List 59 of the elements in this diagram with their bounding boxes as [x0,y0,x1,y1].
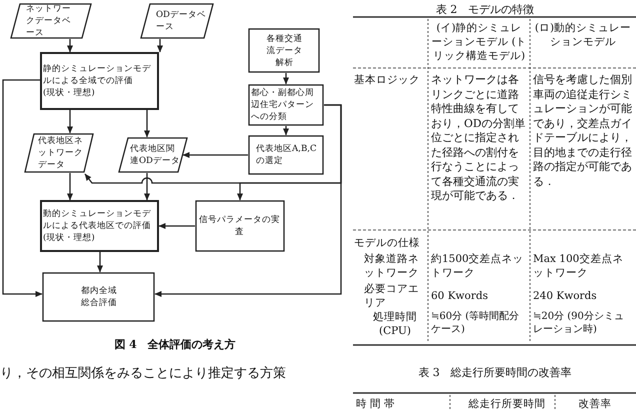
process-box [40,200,159,252]
node-text: (現状・理想) [43,232,96,244]
arrow [283,126,289,136]
arrow [158,223,195,229]
node-text: (現状・理想) [43,87,96,99]
node-text: 代表地区関連ODデータ [130,143,181,167]
arrow [182,152,248,158]
table-cell-text: 処理時間 (CPU) [372,310,418,338]
arrow [67,39,73,52]
table-cell-text: ≒20分 (90分シミュレーション時) [533,310,625,336]
table-cell-text: ネットワークは各リンクごとに道路特性曲線を有しており，ODの分割単位ごとに指定された径路への割付を行なうことによって各種交通流の実現が可能である． [431,73,527,204]
node-text: ネットワークデータベース [26,3,72,39]
table-cell-text: 基本ロジック [354,73,421,87]
process-box [248,135,324,175]
table-cell: 信号を考慮した個別車両の追従走行シミュレーションが可能であり，交差点ガイドテーブルにより，目的地までの走行径路の指定が可能である． [533,73,632,189]
table-cell-text: Max 100交差点ネットワーク [533,252,624,280]
process-box [195,200,285,252]
process-box [248,84,324,126]
table-cell-text: 時間帯 [356,397,399,411]
arrow [144,173,150,200]
table-cell-text: 約1500交差点ネットワーク [431,252,525,280]
table-cell-text: (ロ)動的シミュレーションモデル [534,21,632,49]
table-cell-text: 必要コアエリア [364,282,420,310]
table-cell-text: 総走行所要時間 [468,397,546,411]
table-cell: (イ)静的シミュレーションモデル (トリック構造モデル) [431,21,527,63]
table-cell-text: 改善率 [578,397,612,411]
figure-caption: 図 4 全体評価の考え方 [113,338,237,352]
node-text: 各種交通流データ解析 [266,32,304,68]
arrow [67,110,73,134]
data-parallelogram [10,3,92,39]
node-text: ODデータベース [156,9,207,33]
node-text: 信号パラメータの実査 [198,214,281,238]
table-cell-text: 対象道路ネットワーク [364,252,420,280]
table-cell-text: 240 Kwords [533,289,598,303]
process-box [42,272,155,322]
body-text: り，その相互関係をみることにより推定する方策 [0,366,287,382]
arrow [144,110,150,138]
data-parallelogram [24,133,94,173]
process-box [248,28,320,73]
node-text: 動的シミュレーションモデルによる代表地区での評価 [43,208,152,232]
arrow [154,104,342,297]
table-title: 表 3 総走行所要時間の改善率 [417,366,573,380]
process-box [40,52,159,110]
node-text: 都心・副都心周辺住宅パターンへの分類 [251,87,315,123]
node-text: 代表地区ネットワークデータ [38,135,84,171]
arrow [97,252,103,272]
table-cell-text: 60 Kwords [431,289,489,303]
table-cell-text: モデルの仕様 [354,236,421,250]
arrow [283,73,289,84]
table-title: 表 2 モデルの特徴 [434,3,536,17]
node-text: 代表地区A,B,Cの選定 [256,143,318,167]
node-text: 静的シミュレーションモデルによる全域での評価 [43,63,152,87]
table-cell-text: ≒60分 (等時間配分ケース) [431,310,520,336]
arrow [2,79,42,297]
arrow [157,39,163,52]
node-text: 都内全域総合評価 [81,285,117,309]
data-parallelogram [140,3,214,39]
arrow [67,173,73,200]
data-parallelogram [118,137,188,173]
